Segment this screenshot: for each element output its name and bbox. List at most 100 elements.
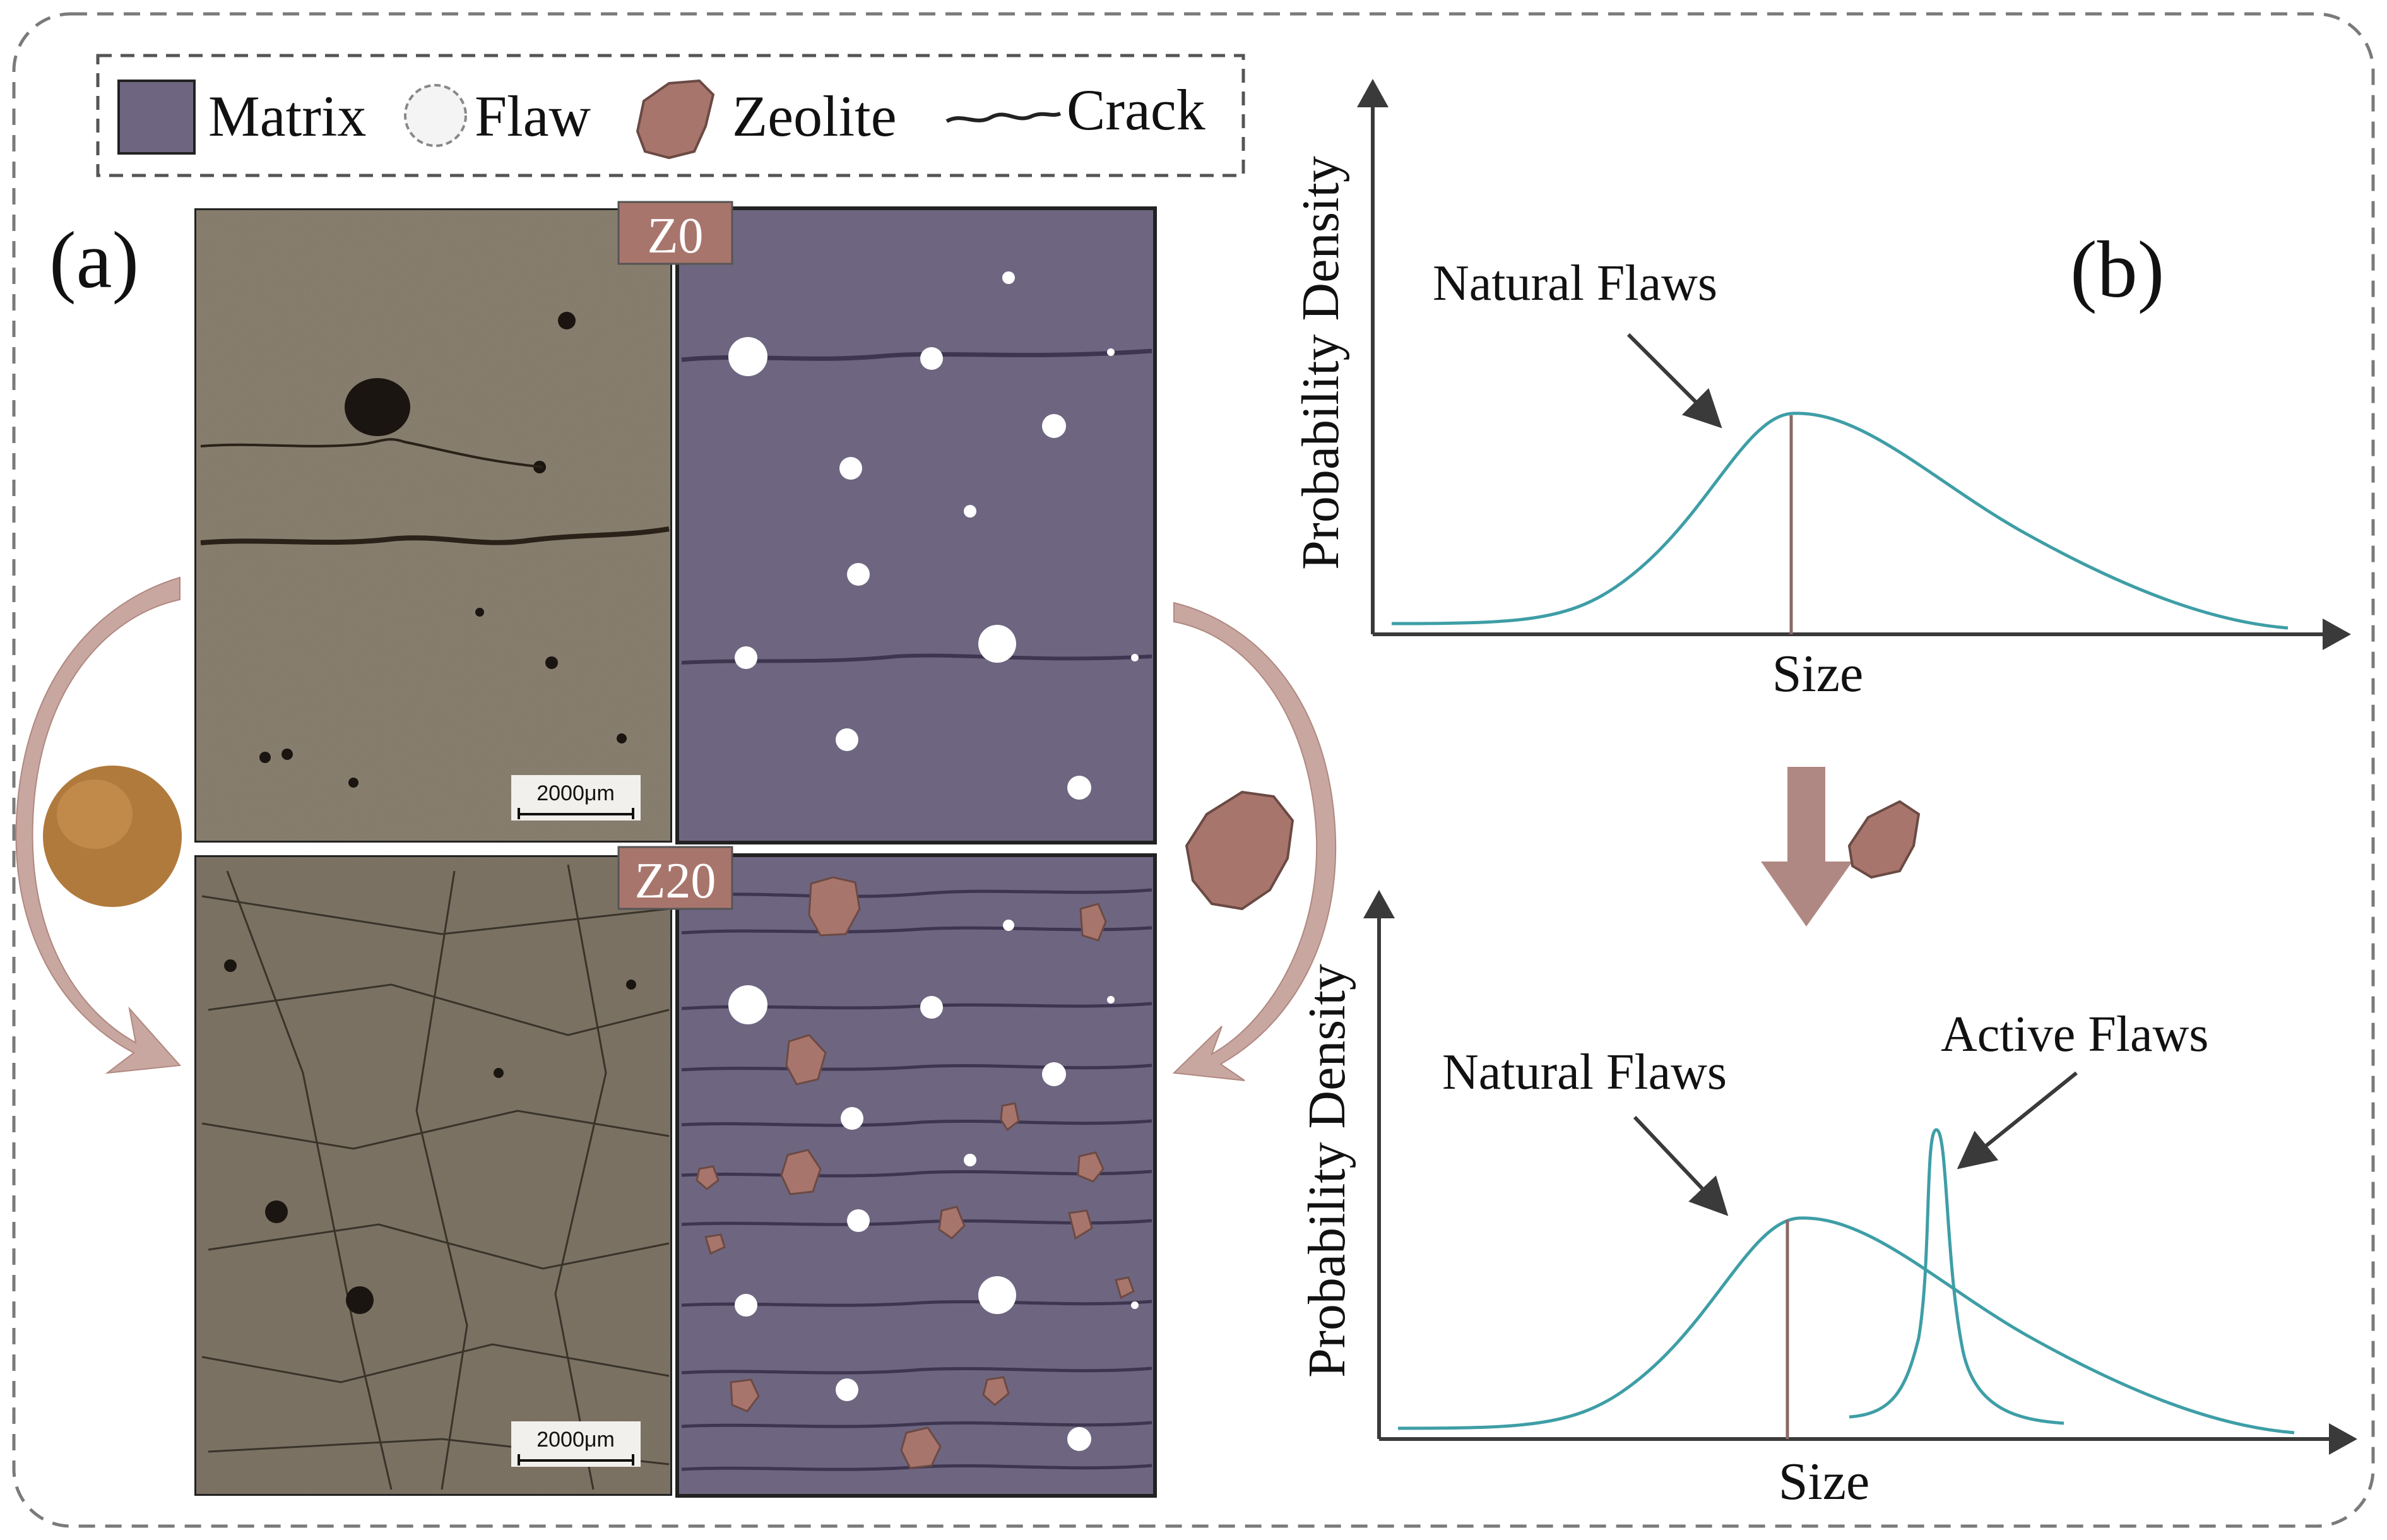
flaw-swatch-icon	[404, 84, 467, 147]
z20-tag-bg	[617, 846, 733, 910]
pore	[494, 1068, 504, 1078]
natural-flaws-annotation: Natural Flaws	[1442, 1045, 1727, 1100]
schematic-crack	[681, 1063, 1152, 1072]
flaw	[728, 985, 767, 1024]
z0-schematic	[675, 206, 1157, 844]
scale-bar-label: 2000μm	[536, 1428, 615, 1452]
pore	[346, 1286, 374, 1314]
pore	[626, 980, 636, 990]
zeolite-particle	[1000, 1102, 1020, 1132]
zeolite-particle	[1079, 903, 1107, 942]
legend-box	[96, 54, 1245, 177]
crack-swatch-icon	[945, 112, 1062, 123]
flaw	[1042, 414, 1066, 438]
flaw	[1131, 654, 1139, 661]
flaw	[1003, 920, 1014, 931]
active-flaws-annotation: Active Flaws	[1941, 1007, 2208, 1062]
left-curved-arrow	[15, 576, 182, 1074]
flaw	[1131, 1301, 1139, 1309]
bottom-distribution-plot: Probability Density Size Natural Flaws A…	[1298, 890, 2357, 1511]
panel-a-label: (a)	[49, 215, 139, 305]
pore	[259, 752, 271, 763]
legend-matrix-label: Matrix	[208, 84, 366, 148]
large-pore	[345, 378, 410, 436]
flaw	[735, 646, 757, 669]
flaw	[847, 563, 870, 586]
flaw	[1067, 1427, 1091, 1451]
legend-flaw-label: Flaw	[475, 84, 591, 148]
flaw	[978, 625, 1016, 663]
legend: Matrix Flaw Zeolite Crack	[96, 54, 1245, 177]
zeolite-chunk-icon	[1185, 790, 1294, 911]
z0-micrograph: 2000μm	[192, 206, 674, 844]
right-curved-arrow	[1172, 601, 1337, 1081]
y-axis-label: Probability Density	[1291, 156, 1350, 570]
annotation-arrow	[1626, 333, 1722, 429]
z20-scale-bar: 2000μm	[511, 1421, 641, 1467]
pore	[281, 749, 293, 760]
left-process-arrow	[15, 576, 182, 1074]
top-distribution-plot: Probability Density Size Natural Flaws	[1291, 79, 2351, 703]
z0-tag-bg	[617, 201, 733, 265]
z20-photo	[192, 853, 674, 1498]
scale-bar-line	[518, 808, 634, 819]
z20-micrograph: 2000μm	[192, 853, 674, 1498]
schematic-crack	[681, 1421, 1152, 1428]
zeolite-particle	[704, 1233, 726, 1255]
natural-flaws-curve	[1391, 412, 2289, 630]
zeolite-particle	[1115, 1276, 1135, 1300]
z0-matrix	[675, 206, 1157, 844]
flaw	[728, 337, 767, 376]
annotation-arrow-natural	[1633, 1115, 1729, 1216]
z20-crack-network	[201, 864, 670, 1490]
flaw	[1002, 271, 1015, 284]
zeolite-particle	[696, 1165, 720, 1190]
zeolite-particle	[1077, 1151, 1105, 1183]
zeolite-swatch-icon	[636, 79, 715, 160]
legend-crack-label: Crack	[1067, 78, 1205, 142]
flaw	[847, 1209, 870, 1232]
flaw	[1042, 1062, 1066, 1086]
natural-flaws-annotation: Natural Flaws	[1433, 256, 1717, 311]
pore	[545, 656, 558, 669]
z0-photo	[192, 206, 674, 844]
transition-down-arrow	[1761, 767, 1852, 927]
right-process-arrow	[1172, 601, 1337, 1081]
y-axis-label: Probability Density	[1298, 964, 1356, 1378]
z20-schematic	[675, 853, 1157, 1498]
flaw	[964, 1154, 976, 1166]
x-axis-label: Size	[1779, 1452, 1870, 1511]
natural-flaws-curve	[1397, 1216, 2295, 1435]
flaw	[836, 1378, 858, 1401]
schematic-crack	[681, 1366, 1152, 1375]
flaw	[1067, 776, 1091, 800]
zeolite-particle	[1068, 1209, 1093, 1240]
z0-crack	[200, 438, 543, 468]
zeolite-particle	[780, 1149, 822, 1195]
scale-bar-line	[518, 1454, 634, 1466]
zeolite-add-icon	[1847, 800, 1921, 879]
zeolite-particle	[982, 1376, 1010, 1406]
flaw	[978, 1276, 1016, 1314]
scale-bar-label: 2000μm	[536, 781, 615, 805]
y-axis-arrowhead	[1357, 79, 1389, 107]
flaw	[920, 347, 943, 370]
flaw	[735, 1294, 757, 1317]
pore	[558, 312, 576, 329]
z20-zeolites	[696, 876, 1135, 1469]
z0-tag: Z0	[648, 208, 704, 264]
annotation-arrow-active	[1957, 1071, 2078, 1170]
pore	[475, 608, 484, 617]
flaw	[836, 728, 858, 751]
z20-flaws	[728, 920, 1139, 1451]
matrix-swatch-icon	[117, 80, 196, 155]
z0-scale-bar: 2000μm	[511, 775, 641, 820]
pore	[224, 959, 237, 972]
zeolite-particle	[785, 1034, 827, 1086]
flaw	[1107, 996, 1115, 1004]
y-axis-arrowhead	[1363, 890, 1395, 918]
zeolite-particle	[730, 1378, 760, 1413]
zeolite-particle	[938, 1205, 966, 1240]
flaw	[1107, 348, 1115, 356]
